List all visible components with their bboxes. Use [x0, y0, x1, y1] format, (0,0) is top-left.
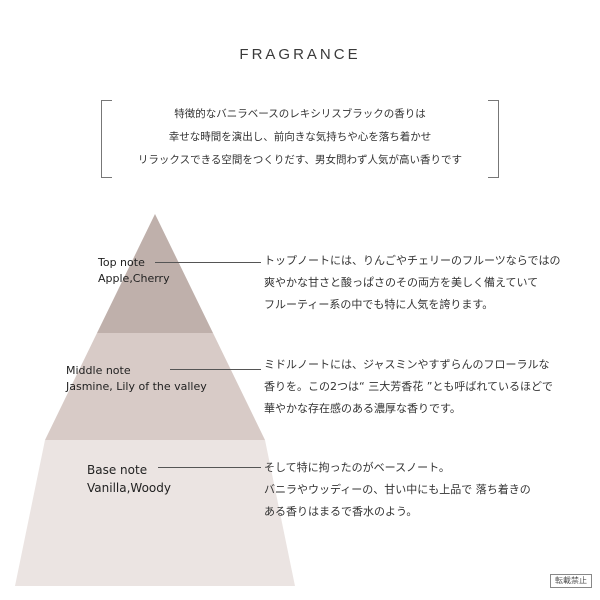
- pyramid-middle-tier: [45, 333, 265, 440]
- desc-line: ある香りはまるで香水のよう。: [264, 505, 418, 518]
- desc-line: 華やかな存在感のある濃厚な香りです。: [264, 402, 461, 415]
- intro-line: 特徴的なバニラベースのレキシリスブラックの香りは: [174, 108, 426, 120]
- base-note-label: Base note Vanilla,Woody: [87, 461, 171, 497]
- desc-line: 香りを。この2つは“ 三大芳香花 ”とも呼ばれているほどで: [264, 380, 553, 393]
- right-bracket: [488, 100, 499, 178]
- base-note-title: Base note: [87, 463, 148, 477]
- top-note-title: Top note: [98, 256, 145, 269]
- desc-line: ミドルノートには、ジャスミンやすずらんのフローラルな: [264, 358, 550, 371]
- intro-text: 特徴的なバニラベースのレキシリスブラックの香りは 幸せな時間を演出し、前向きな気…: [112, 103, 488, 172]
- base-note-leader: [158, 467, 261, 468]
- middle-note-label: Middle note Jasmine, Lily of the valley: [66, 363, 207, 395]
- pyramid-top-tier: [97, 214, 213, 333]
- section-title: FRAGRANCE: [239, 46, 361, 63]
- desc-line: そして特に拘ったのがベースノート。: [264, 461, 450, 474]
- top-note-leader: [155, 262, 261, 263]
- middle-note-leader: [170, 369, 261, 370]
- no-reprint-stamp: 転載禁止: [550, 574, 592, 588]
- intro-line: リラックスできる空間をつくりだす、男女問わず人気が高い香りです: [137, 154, 463, 166]
- middle-note-value: Jasmine, Lily of the valley: [66, 380, 207, 393]
- desc-line: フルーティー系の中でも特に人気を誇ります。: [264, 298, 494, 311]
- middle-note-description: ミドルノートには、ジャスミンやすずらんのフローラルな 香りを。この2つは“ 三大…: [264, 354, 584, 420]
- pyramid-base-tier: [15, 440, 295, 586]
- middle-note-title: Middle note: [66, 364, 131, 377]
- top-note-description: トップノートには、りんごやチェリーのフルーツならではの 爽やかな甘さと酸っぱさの…: [264, 250, 584, 316]
- desc-line: バニラやウッディーの、甘い中にも上品で 落ち着きの: [264, 483, 531, 496]
- top-note-label: Top note Apple,Cherry: [98, 255, 170, 287]
- desc-line: 爽やかな甘さと酸っぱさのその両方を美しく備えていて: [264, 276, 539, 289]
- base-note-value: Vanilla,Woody: [87, 481, 171, 495]
- base-note-description: そして特に拘ったのがベースノート。 バニラやウッディーの、甘い中にも上品で 落ち…: [264, 457, 584, 523]
- top-note-value: Apple,Cherry: [98, 272, 170, 285]
- left-bracket: [101, 100, 112, 178]
- intro-line: 幸せな時間を演出し、前向きな気持ちや心を落ち着かせ: [168, 131, 432, 143]
- desc-line: トップノートには、りんごやチェリーのフルーツならではの: [264, 254, 561, 267]
